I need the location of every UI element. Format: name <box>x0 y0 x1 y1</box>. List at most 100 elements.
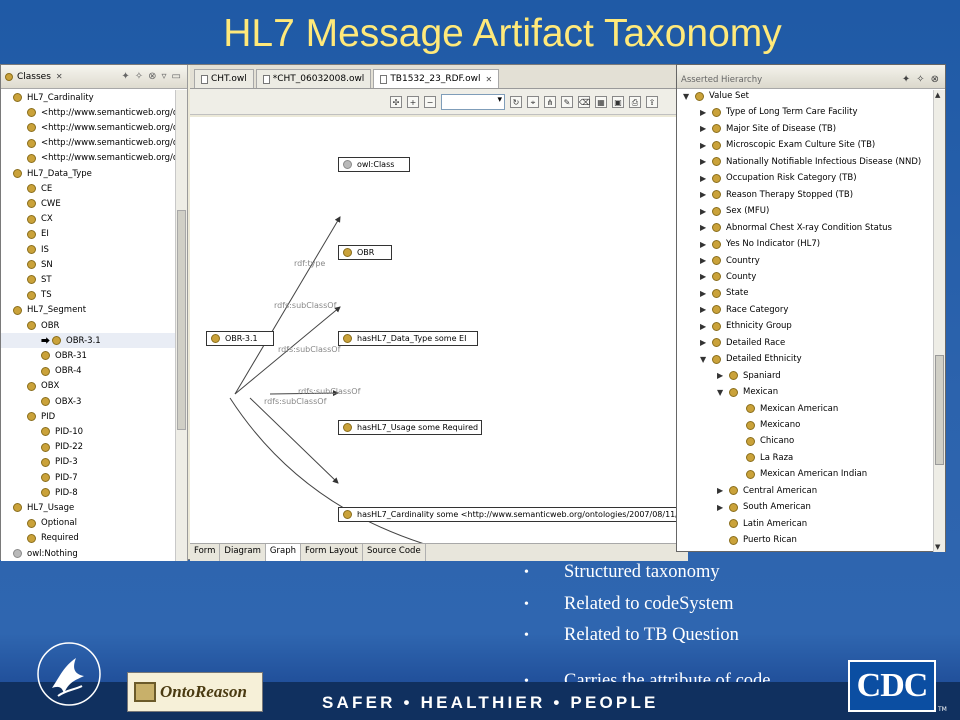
expanded-arrow-icon[interactable]: ▼ <box>717 387 724 397</box>
delete-class-icon[interactable]: ⊗ <box>930 74 939 85</box>
scroll-down-icon[interactable]: ▼ <box>935 543 941 551</box>
class-tree-item[interactable]: HL7_Cardinality <box>1 90 175 105</box>
class-tree-item[interactable]: PID-8 <box>1 485 175 500</box>
hierarchy-item[interactable]: Mexican American <box>734 401 838 417</box>
tree-layout-icon[interactable]: ⋔ <box>544 95 556 108</box>
menu-chevron-down-icon[interactable]: ▿ <box>161 71 167 82</box>
zoom-out-icon[interactable]: − <box>424 95 436 108</box>
collapsed-arrow-icon[interactable]: ▶ <box>717 486 724 496</box>
close-icon[interactable]: ✕ <box>485 74 493 84</box>
class-tree-item[interactable]: OBX <box>1 379 175 394</box>
hierarchy-item[interactable]: ▶Spaniard <box>717 368 781 384</box>
scrollbar-thumb[interactable] <box>935 355 944 465</box>
collapsed-arrow-icon[interactable]: ▶ <box>700 239 707 249</box>
graph-node-obr-3-1[interactable]: OBR-3.1 <box>206 331 274 346</box>
class-tree-item[interactable]: OBR-31 <box>1 348 175 363</box>
hierarchy-item[interactable]: ▶Detailed Race <box>700 335 785 351</box>
collapsed-arrow-icon[interactable]: ▶ <box>700 173 707 183</box>
class-tree-item[interactable]: PID <box>1 409 175 424</box>
collapsed-arrow-icon[interactable]: ▶ <box>700 321 707 331</box>
collapsed-arrow-icon[interactable]: ▶ <box>700 256 707 265</box>
collapsed-arrow-icon[interactable]: ▶ <box>700 107 707 117</box>
hierarchy-item[interactable]: ▼Mexican <box>717 384 778 400</box>
class-tree-item[interactable]: PID-3 <box>1 455 175 470</box>
graph-node-owl-class[interactable]: owl:Class <box>338 157 410 172</box>
hierarchy-item[interactable]: Chicano <box>734 433 794 449</box>
hierarchy-item[interactable]: ▶Major Site of Disease (TB) <box>700 121 836 137</box>
grid-icon[interactable]: ▦ <box>595 95 607 108</box>
hierarchy-item[interactable]: ▶Reason Therapy Stopped (TB) <box>700 187 853 203</box>
collapsed-arrow-icon[interactable]: ▶ <box>700 157 707 167</box>
hierarchy-item[interactable]: ▼Value Set <box>683 90 749 104</box>
layout-icon[interactable]: ✣ <box>390 95 402 108</box>
collapsed-arrow-icon[interactable]: ▶ <box>700 338 707 348</box>
zoom-in-icon[interactable]: + <box>407 95 419 108</box>
class-tree-item[interactable]: ⮕OBR-3.1 <box>1 333 175 349</box>
hierarchy-scrollbar[interactable]: ▲ ▼ <box>933 90 945 552</box>
class-tree-item[interactable]: CX <box>1 212 175 227</box>
zoom-dropdown[interactable] <box>441 93 505 110</box>
collapsed-arrow-icon[interactable]: ▶ <box>717 371 724 381</box>
hierarchy-item[interactable]: ▶Nationally Notifiable Infectious Diseas… <box>700 154 921 170</box>
hierarchy-item[interactable]: ▼Detailed Ethnicity <box>700 351 802 367</box>
hierarchy-item[interactable]: Latin American <box>717 516 807 532</box>
expanded-arrow-icon[interactable]: ▼ <box>683 91 690 101</box>
class-tree-item[interactable]: IS <box>1 242 175 257</box>
collapsed-arrow-icon[interactable]: ▶ <box>700 124 707 134</box>
classes-tab[interactable]: Classes ✕ <box>5 72 63 82</box>
pen-icon[interactable]: ✎ <box>561 95 573 108</box>
class-tree-item[interactable]: Required <box>1 531 175 546</box>
class-tree-item[interactable]: CWE <box>1 196 175 211</box>
class-tree-item[interactable]: TS <box>1 288 175 303</box>
hierarchy-item[interactable]: ▶Type of Long Term Care Facility <box>700 104 858 120</box>
scroll-up-icon[interactable]: ▲ <box>935 91 941 99</box>
export-icon[interactable]: ⇪ <box>646 95 658 108</box>
hierarchy-item[interactable]: ▶Ethnicity Group <box>700 318 792 334</box>
class-tree-scrollbar[interactable] <box>175 90 187 561</box>
hierarchy-item[interactable]: ▶Microscopic Exam Culture Site (TB) <box>700 137 875 153</box>
graph-node-cardinality[interactable]: hasHL7_Cardinality some <http://www.sema… <box>338 507 688 522</box>
graph-node-usage[interactable]: hasHL7_Usage some Required <box>338 420 482 435</box>
editor-tab[interactable]: CHT.owl <box>194 69 254 88</box>
bottom-tab[interactable]: Form <box>190 544 221 561</box>
select-icon[interactable]: ⌖ <box>527 95 539 108</box>
class-tree-item[interactable]: CE <box>1 181 175 196</box>
hierarchy-item[interactable]: ▶Central American <box>717 483 817 499</box>
collapsed-arrow-icon[interactable]: ▶ <box>700 140 707 150</box>
collapsed-arrow-icon[interactable]: ▶ <box>700 305 707 315</box>
collapsed-arrow-icon[interactable]: ▶ <box>700 272 707 282</box>
graph-canvas[interactable]: owl:Class OBR OBR-3.1 hasHL7_Data_Type s… <box>190 117 688 543</box>
hierarchy-item[interactable]: Puerto Rican <box>717 532 797 548</box>
expanded-arrow-icon[interactable]: ▼ <box>700 354 707 364</box>
refresh-icon[interactable]: ↻ <box>510 95 522 108</box>
class-tree-item[interactable]: PID-10 <box>1 424 175 439</box>
hierarchy-item[interactable]: ▶Yes No Indicator (HL7) <box>700 236 820 252</box>
class-tree-item[interactable]: EI <box>1 227 175 242</box>
class-tree-item[interactable]: SN <box>1 257 175 272</box>
bottom-tab[interactable]: Diagram <box>220 544 266 561</box>
class-tree-item[interactable]: HL7_Usage <box>1 500 175 515</box>
hierarchy-item[interactable]: La Raza <box>734 450 793 466</box>
add-sibling-icon[interactable]: ✧ <box>916 74 925 85</box>
scrollbar-thumb[interactable] <box>177 210 186 430</box>
collapsed-arrow-icon[interactable]: ▶ <box>717 502 724 512</box>
class-tree-item[interactable]: Optional <box>1 516 175 531</box>
save-icon[interactable]: ▣ <box>612 95 624 108</box>
collapsed-arrow-icon[interactable]: ▶ <box>700 206 707 216</box>
trash-icon[interactable]: ⌫ <box>578 95 591 108</box>
class-tree-item[interactable]: <http://www.semanticweb.org/on <box>1 120 175 135</box>
close-icon[interactable]: ✕ <box>55 72 63 81</box>
add-subclass-icon[interactable]: ✦ <box>901 74 911 85</box>
class-tree-item[interactable]: HL7_Data_Type <box>1 166 175 181</box>
class-tree-item[interactable]: PID-22 <box>1 440 175 455</box>
bottom-tab[interactable]: Source Code <box>363 544 426 561</box>
add-sibling-icon[interactable]: ✧ <box>134 71 144 82</box>
class-tree-item[interactable]: OBX-3 <box>1 394 175 409</box>
editor-tab[interactable]: TB1532_23_RDF.owl✕ <box>373 69 500 88</box>
hierarchy-item[interactable]: ▶South American <box>717 499 811 515</box>
add-subclass-icon[interactable]: ✦ <box>121 71 130 82</box>
hierarchy-item[interactable]: Mexican American Indian <box>734 466 867 482</box>
hierarchy-item[interactable]: ▶Race Category <box>700 302 788 318</box>
class-tree-item[interactable]: <http://www.semanticweb.org/on <box>1 136 175 151</box>
graph-node-data-type[interactable]: hasHL7_Data_Type some EI <box>338 331 478 346</box>
